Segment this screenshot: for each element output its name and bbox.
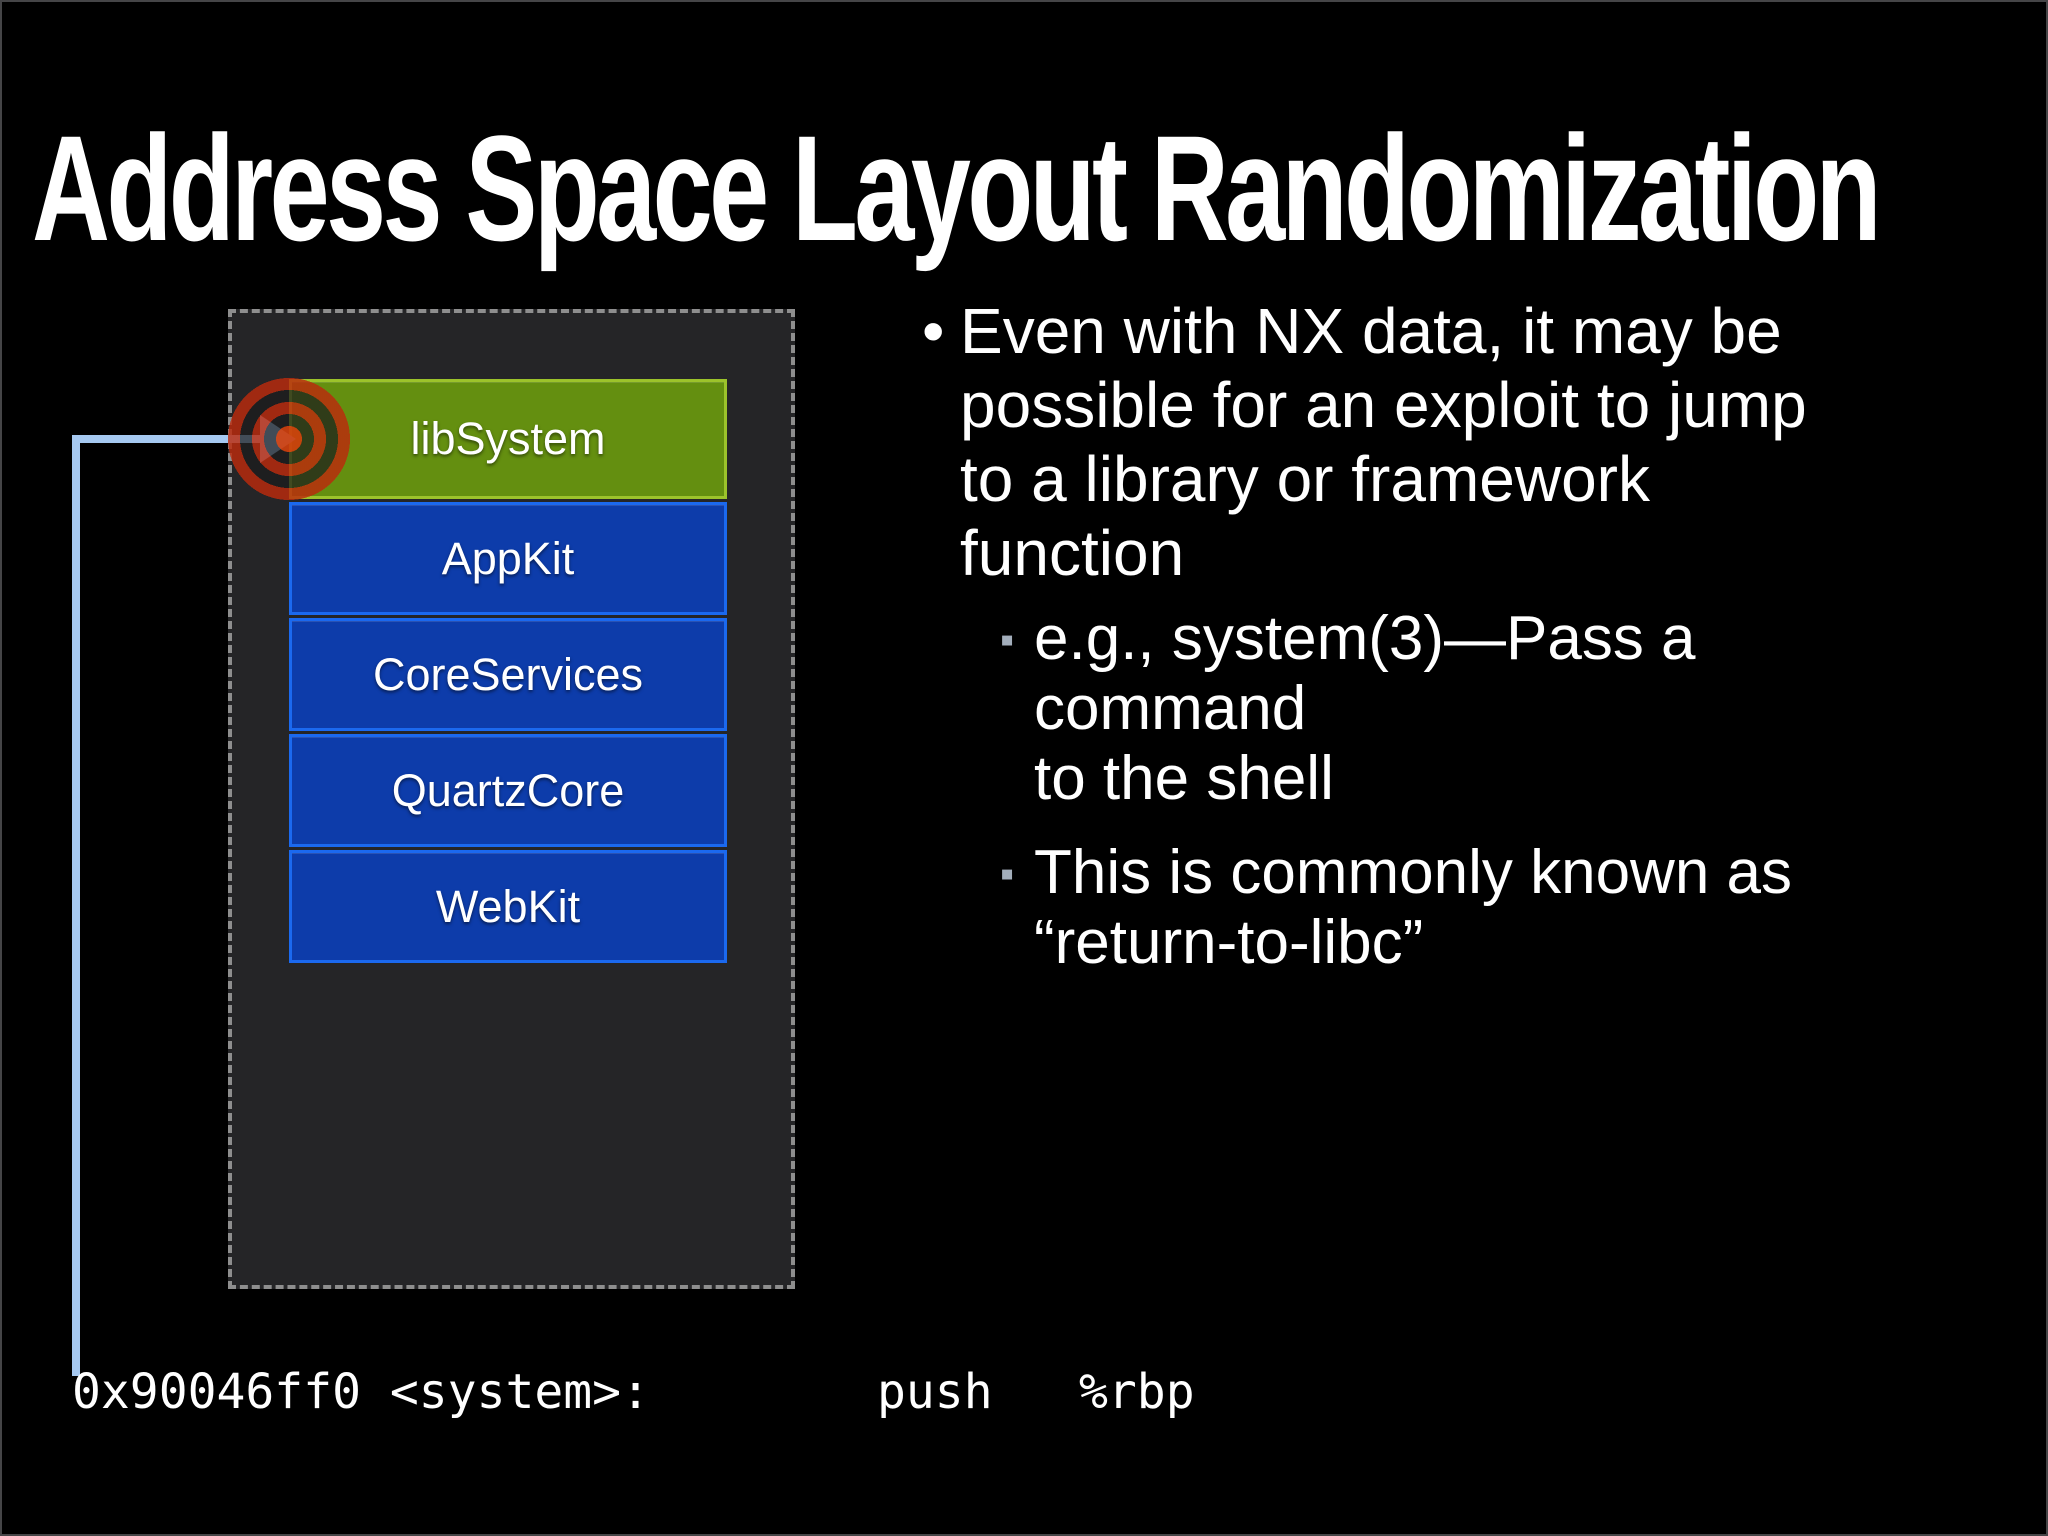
bullet-line: command (1034, 674, 1307, 743)
exploit-arrow-vertical-line (72, 435, 80, 1376)
disassembly-operand: %rbp (1079, 1364, 1195, 1420)
bullet-line: to a library or framework (960, 443, 1650, 515)
bullet-line: e.g., system(3)—Pass a (1034, 604, 1696, 673)
bullet-line: function (960, 517, 1185, 589)
bullet-line: This is commonly known as (1034, 838, 1793, 907)
framework-box-coreservices: CoreServices (289, 618, 727, 731)
framework-box-appkit: AppKit (289, 502, 727, 615)
bullseye-icon (223, 373, 355, 505)
main-bullet-text: Even with NX data, it may be possible fo… (960, 294, 1807, 590)
bullet-line: to the shell (1034, 744, 1334, 813)
disassembly-address-symbol: 0x90046ff0 <system>: (72, 1364, 650, 1420)
framework-stack: libSystem AppKit CoreServices QuartzCore… (289, 379, 727, 966)
framework-box-webkit: WebKit (289, 850, 727, 963)
disassembly-line: 0x90046ff0 <system>: push %rbp (2, 1364, 2046, 1434)
square-bullet-icon: ▪ (1000, 618, 1015, 662)
framework-label: AppKit (441, 532, 575, 584)
exploit-arrow-horizontal-line (72, 435, 262, 443)
bullet-line: “return-to-libc” (1034, 908, 1424, 977)
framework-label: CoreServices (372, 648, 644, 700)
disassembly-mnemonic: push (877, 1364, 993, 1420)
framework-label: QuartzCore (391, 764, 625, 816)
bullet-line: possible for an exploit to jump (960, 369, 1807, 441)
memory-region-box: libSystem AppKit CoreServices QuartzCore… (228, 309, 795, 1289)
slide-title: Address Space Layout Randomization (32, 104, 1882, 272)
bullet-line: Even with NX data, it may be (960, 295, 1782, 367)
framework-label: libSystem (410, 413, 606, 464)
framework-label: WebKit (435, 880, 581, 932)
framework-box-libsystem: libSystem (289, 379, 727, 499)
square-bullet-icon: ▪ (1000, 852, 1015, 896)
sub-bullet-text-2: This is commonly known as “return-to-lib… (1034, 838, 1792, 978)
framework-box-quartzcore: QuartzCore (289, 734, 727, 847)
sub-bullet-text-1: e.g., system(3)—Pass a command to the sh… (1034, 604, 1696, 814)
bullet-dot-icon: • (922, 295, 945, 367)
